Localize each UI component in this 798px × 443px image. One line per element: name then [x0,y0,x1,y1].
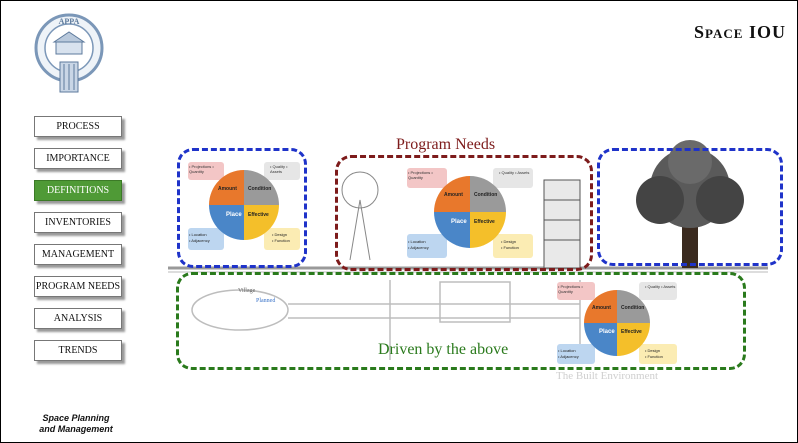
wheel-1-condition: Condition [248,186,272,192]
wheel-2-br2: • Function [501,245,519,250]
wheel-3-condition: Condition [621,305,645,311]
wheel-3-bl1: • Location [558,348,576,353]
appa-logo: APPA [34,13,104,93]
wheel-1-amount: Amount [218,186,237,192]
wheel-2-condition: Condition [474,192,498,198]
wheel-3-bl2: • Adjacency [558,354,579,359]
wheel-3-tr: • Quality • Assets [645,284,676,289]
wheel-1-effective: Effective [248,212,269,218]
wheel-2-br1: • Design [501,239,516,244]
tank-label-village: Village [238,288,256,294]
wheel-diagram-2: Amount Condition Place Effective • Proje… [405,164,535,260]
footer-line-2: and Management [39,424,113,434]
wheel-1-bl2: • Adjacency [189,238,210,243]
nav-item-program-needs[interactable]: PROGRAM NEEDS [34,276,122,297]
page-title: Space IOU [694,22,786,42]
nav-item-trends[interactable]: TRENDS [34,340,122,361]
dashed-box-right [597,148,783,266]
nav-item-inventories[interactable]: INVENTORIES [34,212,122,233]
wheel-1-br2: • Function [272,238,290,243]
wheel-3-tl: • Projections • Quantity [558,284,583,294]
nav-item-analysis[interactable]: ANALYSIS [34,308,122,329]
wheel-2-effective: Effective [474,219,495,225]
wheel-1-br1: • Design [272,232,287,237]
wheel-1-tr: • Quality • Assets [270,164,288,174]
svg-text:APPA: APPA [59,17,80,26]
tank-label-planned: Planned [256,298,276,304]
wheel-diagram-1: Amount Condition Place Effective • Proje… [186,158,302,252]
wheel-3-amount: Amount [592,305,611,311]
wheel-3-br2: • Function [645,354,663,359]
wheel-2-tl: • Projections • Quantity [408,170,433,180]
dashed-box-driven [176,272,746,370]
wheel-1-bl1: • Location [189,232,207,237]
wheel-1-place: Place [226,212,242,218]
driven-by-label: Driven by the above [378,341,509,358]
wheel-3-br1: • Design [645,348,660,353]
dashed-box-left [177,148,307,268]
nav-item-definitions[interactable]: DEFINITIONS [34,180,122,201]
wheel-2-amount: Amount [444,192,463,198]
wheel-2-place: Place [451,219,467,225]
nav-item-process[interactable]: PROCESS [34,116,122,137]
built-environment-label: The Built Environment [556,370,659,382]
wheel-1-tl: • Projections • Quantity [189,164,214,174]
wheel-3-effective: Effective [621,329,642,335]
wheel-2-bl1: • Location [408,239,426,244]
nav-item-importance[interactable]: IMPORTANCE [34,148,122,169]
dashed-box-program-needs [335,155,593,271]
tree-illustration [636,140,744,268]
program-needs-label: Program Needs [396,136,496,153]
wheel-2-bl2: • Adjacency [408,245,429,250]
nav-item-management[interactable]: MANAGEMENT [34,244,122,265]
wheel-diagram-3: Amount Condition Place Effective • Proje… [555,280,679,366]
wheel-3-place: Place [599,329,615,335]
footer-caption: Space Planning and Management [26,413,126,435]
nav-menu: PROCESS IMPORTANCE DEFINITIONS INVENTORI… [34,116,124,372]
footer-line-1: Space Planning [42,413,110,423]
wheel-2-tr: • Quality • Assets [499,170,530,175]
